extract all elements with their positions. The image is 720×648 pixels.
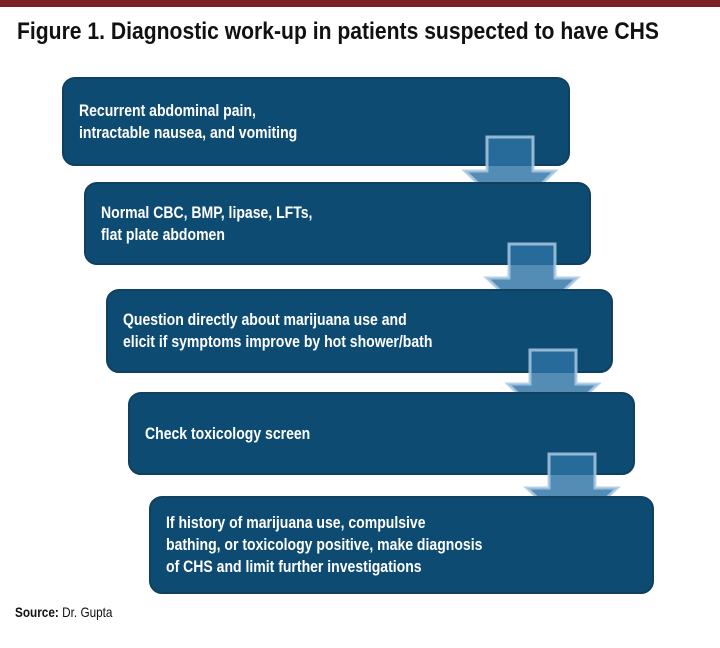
flow-step-5-text: If history of marijuana use, compulsive …	[166, 514, 483, 576]
source-label: Source:	[15, 604, 59, 620]
figure-title: Figure 1. Diagnostic work-up in patients…	[17, 18, 720, 46]
flow-step-4-text: Check toxicology screen	[145, 424, 311, 443]
flow-step-2: Normal CBC, BMP, lipase, LFTs, flat plat…	[84, 182, 591, 265]
flow-step-5: If history of marijuana use, compulsive …	[149, 496, 654, 594]
flow-step-3: Question directly about marijuana use an…	[106, 289, 613, 373]
flow-step-1: Recurrent abdominal pain, intractable na…	[62, 77, 570, 166]
flow-step-3-text: Question directly about marijuana use an…	[123, 311, 433, 351]
flow-step-4: Check toxicology screen	[128, 392, 635, 475]
figure-title-text: Figure 1. Diagnostic work-up in patients…	[17, 18, 659, 45]
source-credit: Source:Dr. Gupta	[15, 602, 112, 622]
source-value: Dr. Gupta	[62, 604, 113, 620]
flow-step-2-text: Normal CBC, BMP, lipase, LFTs, flat plat…	[101, 203, 313, 244]
top-accent-bar	[0, 0, 720, 7]
flow-step-1-text: Recurrent abdominal pain, intractable na…	[79, 101, 298, 142]
